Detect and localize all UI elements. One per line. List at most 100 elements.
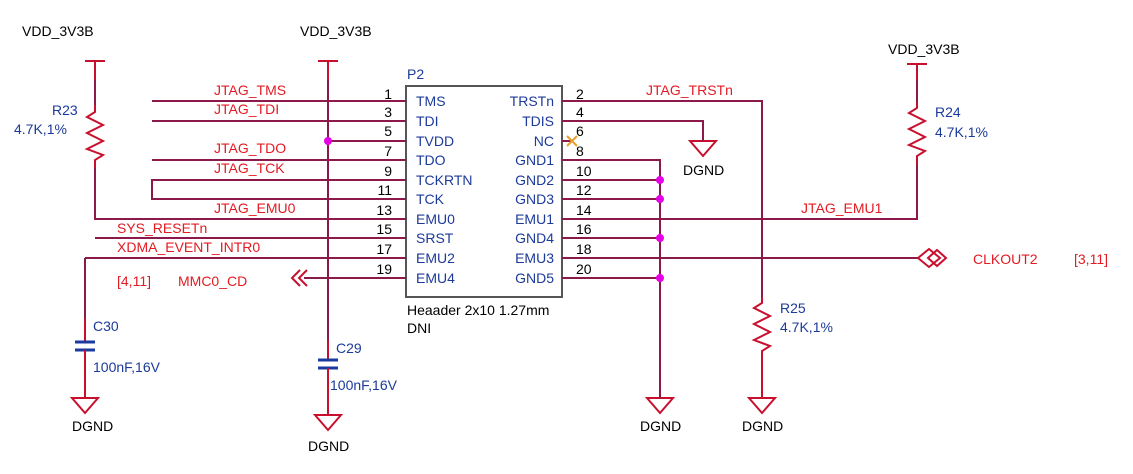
net-label-emu1: JTAG_EMU1 [801,200,883,216]
pin-num: 5 [384,123,392,139]
c29-capacitor [318,340,338,395]
pin-name: NC [534,133,554,149]
c30-value: 100nF,16V [93,359,161,375]
pin-num: 7 [384,143,392,159]
r23-resistor [84,105,106,168]
connector-left-pins: 1 3 5 7 9 11 13 15 17 19 TMS TDI TVDD TD… [376,86,472,286]
pin-num: 10 [576,163,592,179]
pin-name: EMU3 [515,250,554,266]
pin-name: TDO [416,152,446,168]
ground-symbol-c29 [312,395,344,432]
wires [84,80,918,398]
r24-value: 4.7K,1% [935,124,988,140]
pin-num: 8 [576,143,584,159]
pin-name: GND3 [515,191,554,207]
vdd-symbol-middle [318,60,338,80]
connector-dni: DNI [407,320,431,336]
ground-label-c29: DGND [308,438,349,454]
r25-resistor [751,297,773,360]
junction-dot-gnd4 [656,234,664,242]
pin-name: TDI [416,113,439,129]
net-label-tdi: JTAG_TDI [214,101,279,117]
pin-num: 15 [376,221,392,237]
connector-right-pins: 2 4 6 8 10 12 14 16 18 20 TRSTn TDIS NC … [510,86,592,286]
junction-dot-tvdd [324,137,332,145]
power-label-vdd-left: VDD_3V3B [22,23,94,39]
pin-name: SRST [416,230,454,246]
net-label-tms: JTAG_TMS [214,82,286,98]
ground-symbol-r25 [746,360,778,415]
r23-ref: R23 [52,102,78,118]
pin-num: 3 [384,104,392,120]
net-label-mmc0-cd: MMC0_CD [178,273,247,289]
vdd-symbol-left [85,60,105,80]
ground-symbol-c30 [69,370,101,415]
net-label-xdma: XDMA_EVENT_INTR0 [117,239,260,255]
pin-name: EMU0 [416,211,455,227]
pin-name: TVDD [416,133,454,149]
ground-label-gnd-pins: DGND [640,418,681,434]
junction-dot-gnd2 [656,176,664,184]
pin-name: TDIS [522,113,554,129]
pin-num: 9 [384,163,392,179]
c29-ref: C29 [336,340,362,356]
connector-p2-body [405,85,563,298]
pin-num: 4 [576,104,584,120]
junction-dot-gnd3 [656,195,664,203]
junction-dot-gnd5 [656,274,664,282]
pin-num: 14 [576,202,592,218]
pin-num: 12 [576,182,592,198]
pin-name: TMS [416,93,446,109]
pin-num: 13 [376,202,392,218]
net-label-sys-reset: SYS_RESETn [117,220,207,236]
ground-symbol-tdis [687,140,719,158]
ground-label-tdis: DGND [683,162,724,178]
pin-name: EMU2 [416,250,455,266]
net-label-trst: JTAG_TRSTn [646,82,733,98]
net-label-mmc0-cd-ref: [4,11] [117,273,151,289]
pin-num: 18 [576,241,592,257]
pin-num: 19 [376,261,392,277]
r25-value: 4.7K,1% [780,319,833,335]
pin-num: 20 [576,261,592,277]
nc-marker-icon [566,135,578,147]
c29-value: 100nF,16V [330,377,398,393]
power-label-vdd-right: VDD_3V3B [888,41,960,57]
pin-name: GND4 [515,230,554,246]
r25-ref: R25 [780,300,806,316]
pin-num: 2 [576,86,584,102]
r24-resistor [906,102,928,165]
pin-name: GND5 [515,270,554,286]
pin-name: TRSTn [510,93,554,109]
pin-num: 6 [576,123,584,139]
vdd-symbol-right [907,63,927,80]
connector-desc: Heaader 2x10 1.27mm [407,302,549,318]
pin-name: TCK [416,191,445,207]
c30-capacitor [75,318,95,370]
pin-name: GND1 [515,152,554,168]
pin-num: 16 [576,221,592,237]
r23-value: 4.7K,1% [14,121,67,137]
pin-name: EMU4 [416,270,455,286]
pin-num: 1 [384,86,392,102]
connector-ref: P2 [407,66,424,82]
net-label-tdo: JTAG_TDO [214,140,286,156]
ground-label-c30: DGND [72,418,113,434]
pin-num: 11 [377,182,392,198]
pin-name: GND2 [515,172,554,188]
offpage-diamond-clkout2-icon [916,247,948,269]
net-label-tck: JTAG_TCK [214,160,285,176]
pin-name: TCKRTN [416,172,473,188]
offpage-arrow-mmc0-cd-icon [290,269,308,287]
r24-ref: R24 [935,104,961,120]
ground-label-r25: DGND [742,418,783,434]
net-label-emu0: JTAG_EMU0 [214,200,296,216]
ground-symbol-gnd-pins [644,397,676,415]
net-label-clkout2: CLKOUT2 [973,251,1038,267]
pin-num: 17 [376,241,392,257]
c30-ref: C30 [93,318,119,334]
power-label-vdd-middle: VDD_3V3B [300,23,372,39]
pin-name: EMU1 [515,211,554,227]
net-label-clkout2-ref: [3,11] [1074,251,1108,267]
